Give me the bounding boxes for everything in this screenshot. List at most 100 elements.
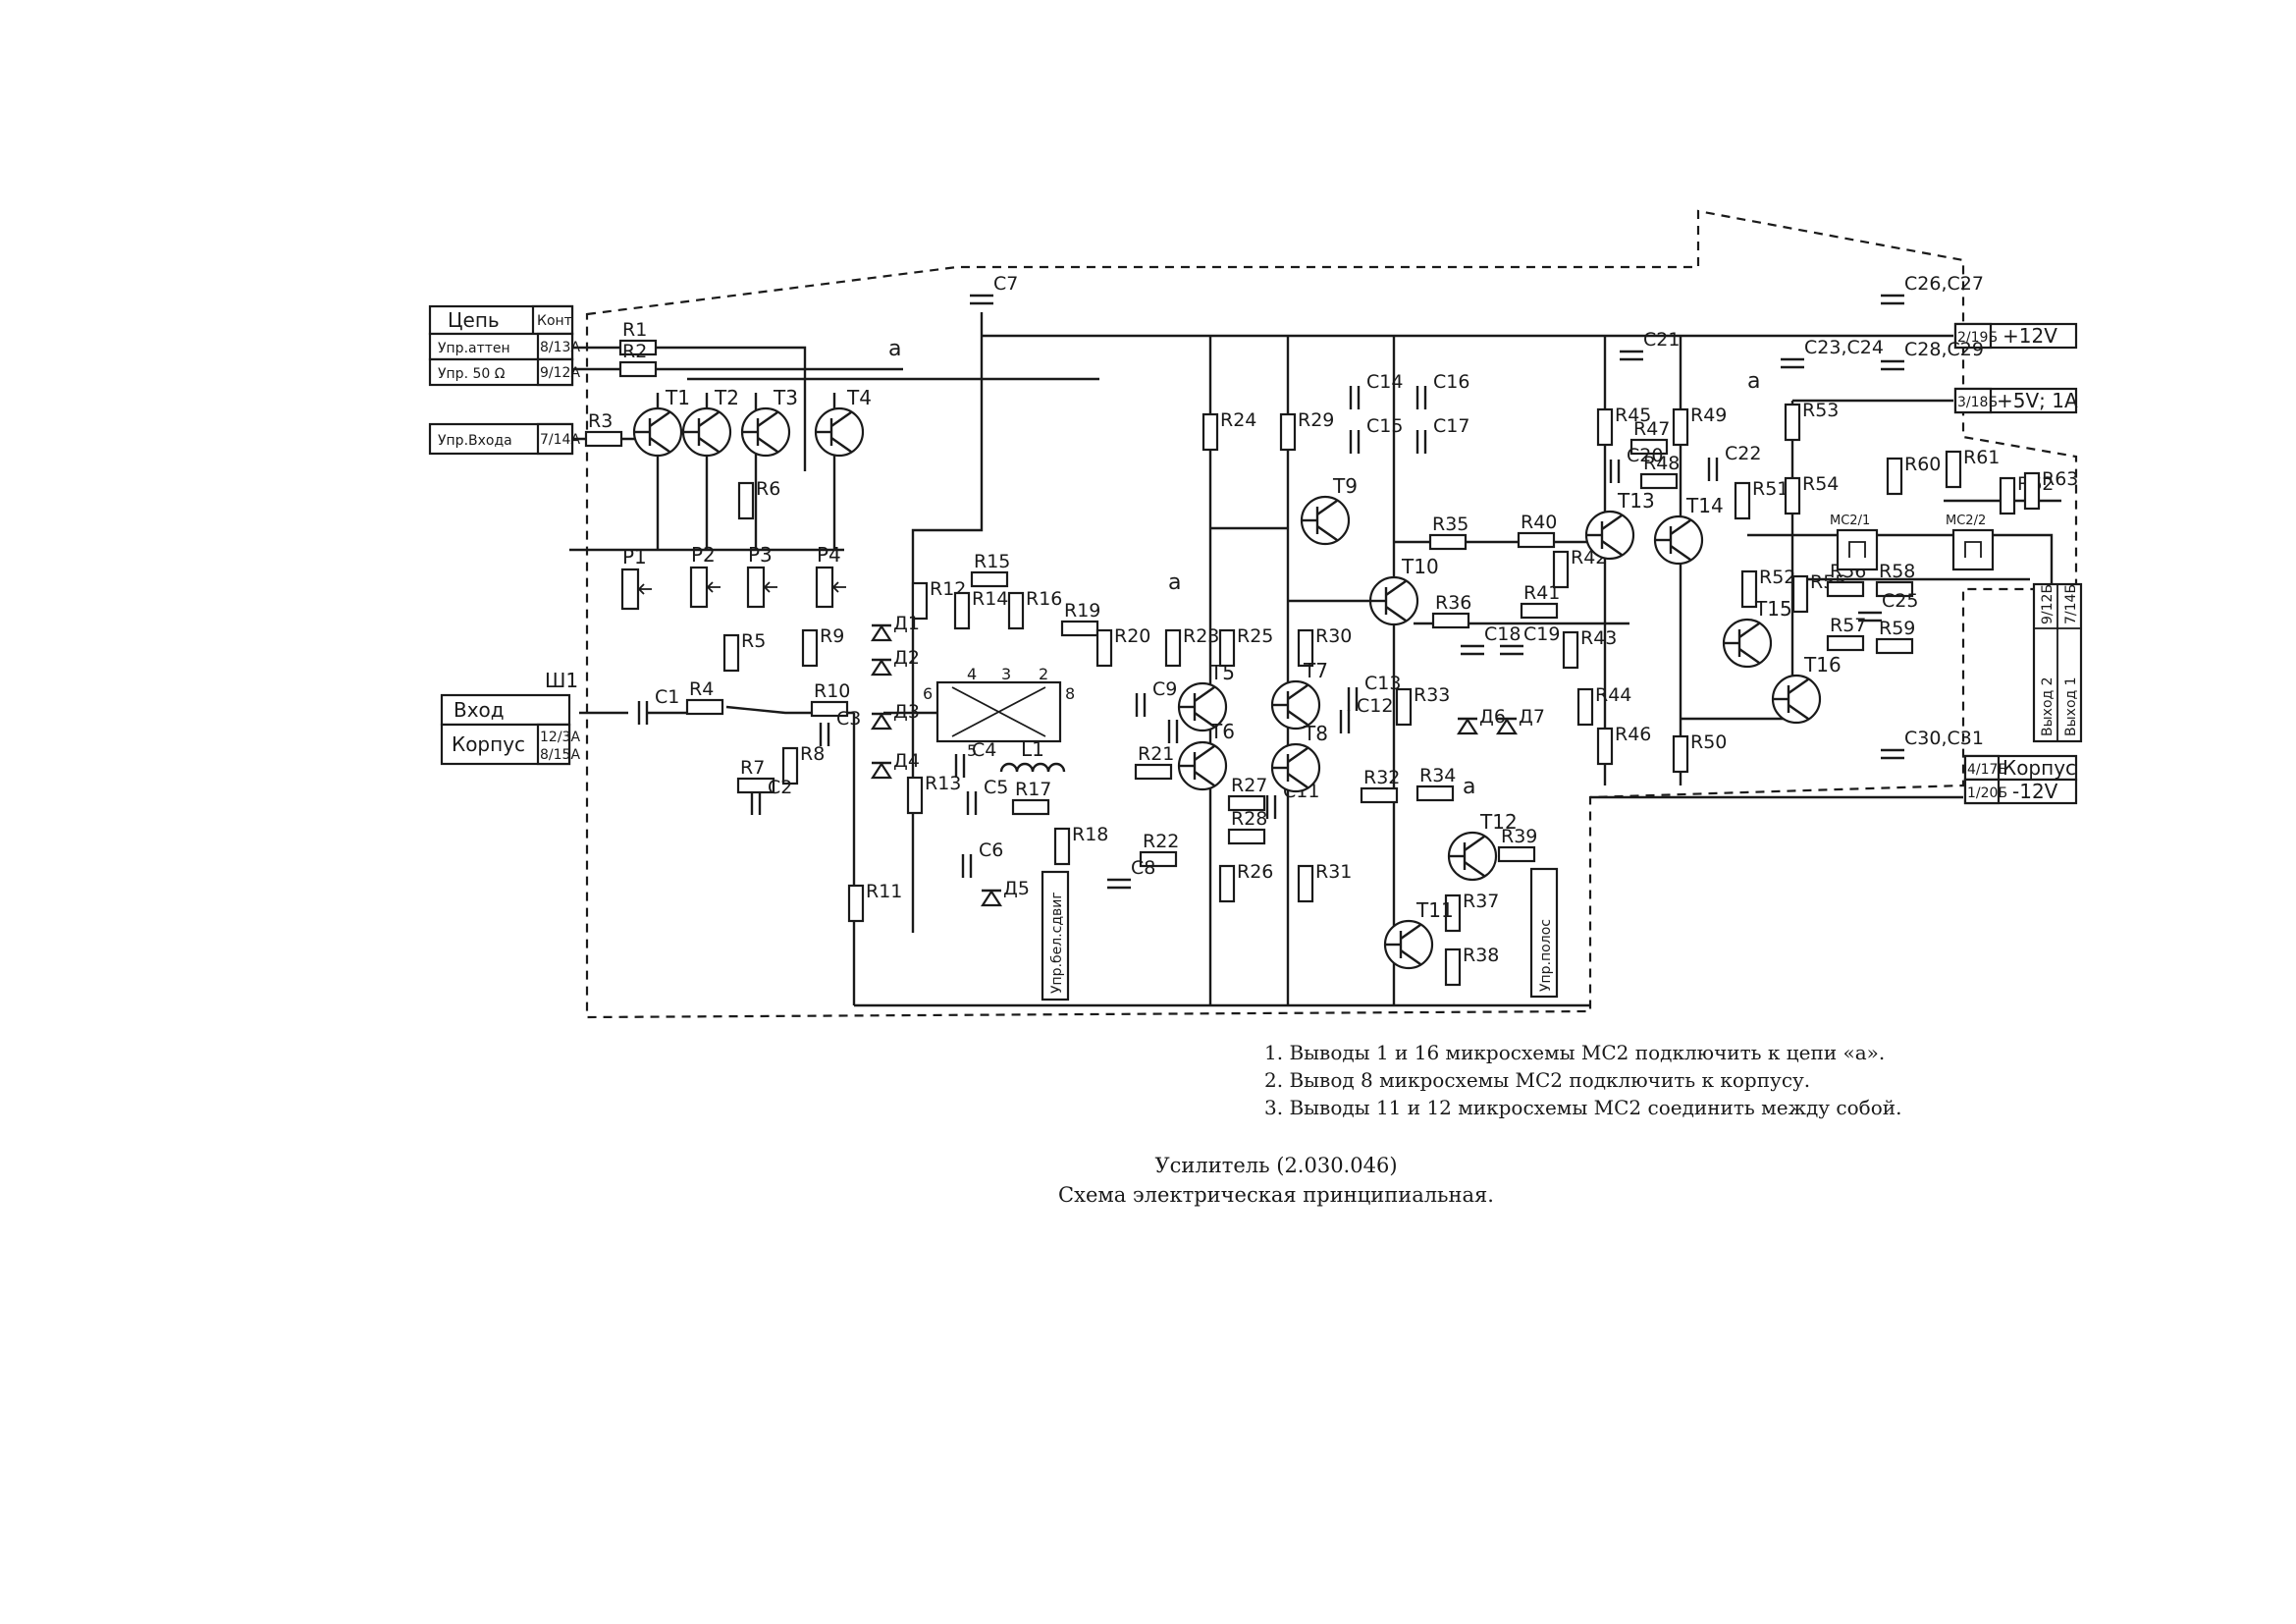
transistor-label-t5: T5 [1209, 661, 1235, 684]
resistor-label-r8: R8 [800, 743, 825, 765]
resistor-label-r33: R33 [1414, 684, 1450, 706]
potentiometer-label-p1: P1 [622, 545, 647, 568]
resistor-r40: R40 [1517, 512, 1557, 549]
resistor-label-r54: R54 [1802, 473, 1839, 495]
resistor-label-r53: R53 [1802, 400, 1839, 421]
transistor-t10: T10 [1368, 555, 1439, 626]
label-upr-vkhoda: Упр.Входа [438, 433, 512, 449]
pin-upr-50: 9/12А [540, 365, 580, 381]
capacitor-label-c2: C2 [768, 777, 792, 798]
capacitor-label-c5: C5 [984, 777, 1008, 798]
transistor-label-t2: T2 [714, 386, 739, 409]
transistor-label-t11: T11 [1415, 898, 1454, 922]
resistor-label-r52: R52 [1759, 567, 1795, 588]
resistor-r21: R21 [1134, 743, 1174, 781]
resistor-label-r15: R15 [974, 551, 1010, 572]
resistor-r6: R6 [737, 478, 780, 520]
resistor-label-r25: R25 [1237, 625, 1273, 647]
resistor-r16: R16 [1007, 588, 1062, 630]
resistor-r45: R45 [1596, 405, 1651, 447]
resistor-label-r22: R22 [1143, 831, 1179, 852]
resistor-r15: R15 [970, 551, 1010, 588]
diode-label-4: Д4 [893, 750, 920, 772]
transistor-label-t7: T7 [1303, 659, 1328, 682]
capacitor-c30-c31: C30,C31 [1881, 728, 1984, 760]
resistor-r33: R33 [1395, 684, 1450, 727]
transistor-t14: T14 [1653, 494, 1724, 566]
diode-label-6: Д6 [1479, 706, 1506, 728]
capacitor-c6: C6 [961, 839, 1003, 878]
resistor-label-r6: R6 [756, 478, 780, 500]
capacitor-c8: C8 [1107, 857, 1155, 890]
capacitor-label-c3: C3 [836, 708, 861, 730]
capacitor-label-c21: C21 [1643, 329, 1680, 351]
resistor-label-r19: R19 [1064, 600, 1100, 622]
microchip-label-1: MC2/1 [1830, 514, 1870, 528]
label-upr-50: Упр. 50 Ω [438, 366, 506, 382]
capacitor-label-c18: C18 [1484, 623, 1521, 645]
caption-title: Усилитель (2.030.046) [1154, 1154, 1398, 1177]
resistor-label-r10: R10 [814, 680, 850, 702]
resistor-r24: R24 [1201, 409, 1256, 452]
capacitor-c23-c24: C23,C24 [1781, 337, 1884, 369]
label-korpus-r: Корпус [2002, 756, 2076, 780]
resistor-r27: R27 [1227, 775, 1267, 812]
resistor-label-r7: R7 [740, 757, 765, 779]
potentiometer-label-p4: P4 [817, 543, 841, 567]
diode-5: Д5 [980, 878, 1030, 907]
pin-vykhod2: 9/12Б [2040, 584, 2056, 624]
resistor-r1: R1 [618, 319, 658, 356]
potentiometer-p1: P1 [620, 545, 652, 611]
resistor-r3: R3 [584, 410, 623, 448]
capacitor-c20: C20 [1609, 445, 1663, 483]
label-kont: Конт [537, 313, 572, 329]
label-plus12: +12V [2002, 324, 2057, 348]
resistor-label-r4: R4 [689, 678, 714, 700]
resistor-label-r61: R61 [1963, 447, 2000, 468]
transistor-t12: T12 [1447, 810, 1518, 882]
caption-subtitle: Схема электрическая принципиальная. [1058, 1183, 1494, 1207]
capacitor-label-c28-c29: C28,C29 [1904, 339, 1984, 360]
resistor-label-r31: R31 [1315, 861, 1352, 883]
capacitor-label-c4: C4 [972, 739, 996, 761]
resistor-r20: R20 [1095, 625, 1150, 668]
label-upr-bez: Упр.бел.сдвиг [1049, 892, 1065, 994]
capacitor-c19: C19 [1500, 623, 1560, 656]
capacitor-c12: C12 [1339, 695, 1393, 733]
transistor-label-t15: T15 [1754, 597, 1792, 621]
pin-korpus-1: 12/3А [540, 730, 580, 745]
diode-7: Д7 [1495, 706, 1545, 735]
resistor-r54: R54 [1784, 473, 1839, 515]
resistor-r57: R57 [1826, 615, 1866, 652]
capacitor-label-c8: C8 [1131, 857, 1155, 879]
resistor-label-r60: R60 [1904, 454, 1941, 475]
resistor-label-r41: R41 [1523, 582, 1560, 604]
resistor-r49: R49 [1672, 405, 1727, 447]
potentiometer-label-p3: P3 [748, 543, 773, 567]
transistor-label-t14: T14 [1685, 494, 1724, 517]
label-minus12: -12V [2012, 780, 2058, 803]
resistor-label-r32: R32 [1363, 767, 1400, 788]
resistor-label-r17: R17 [1015, 779, 1051, 800]
resistor-r29: R29 [1279, 409, 1334, 452]
label-vkhod: Вход [454, 698, 505, 722]
component-layer: R1R2R3R4R5R6R7R8R9R10R11R12R13R14R15R16R… [584, 273, 2078, 987]
transistor-label-t6: T6 [1209, 720, 1235, 743]
transistor-t1: T1 [632, 386, 690, 458]
label-plus5: +5V; 1A [1997, 389, 2078, 412]
capacitor-label-c25: C25 [1882, 590, 1918, 612]
transistor-t4: T4 [814, 386, 872, 458]
resistor-r23: R23 [1164, 625, 1219, 668]
resistor-label-r34: R34 [1419, 765, 1456, 786]
resistor-r63: R63 [2023, 468, 2078, 511]
resistor-r60: R60 [1886, 454, 1941, 496]
pin-upr-atten: 8/13А [540, 340, 580, 355]
resistor-label-r51: R51 [1752, 478, 1789, 500]
transistor-label-t3: T3 [773, 386, 798, 409]
resistor-r31: R31 [1297, 861, 1352, 903]
resistor-r22: R22 [1139, 831, 1179, 868]
resistor-r32: R32 [1360, 767, 1400, 804]
resistor-r38: R38 [1444, 945, 1499, 987]
resistor-r4: R4 [685, 678, 724, 716]
diode-label-2: Д2 [893, 647, 920, 669]
